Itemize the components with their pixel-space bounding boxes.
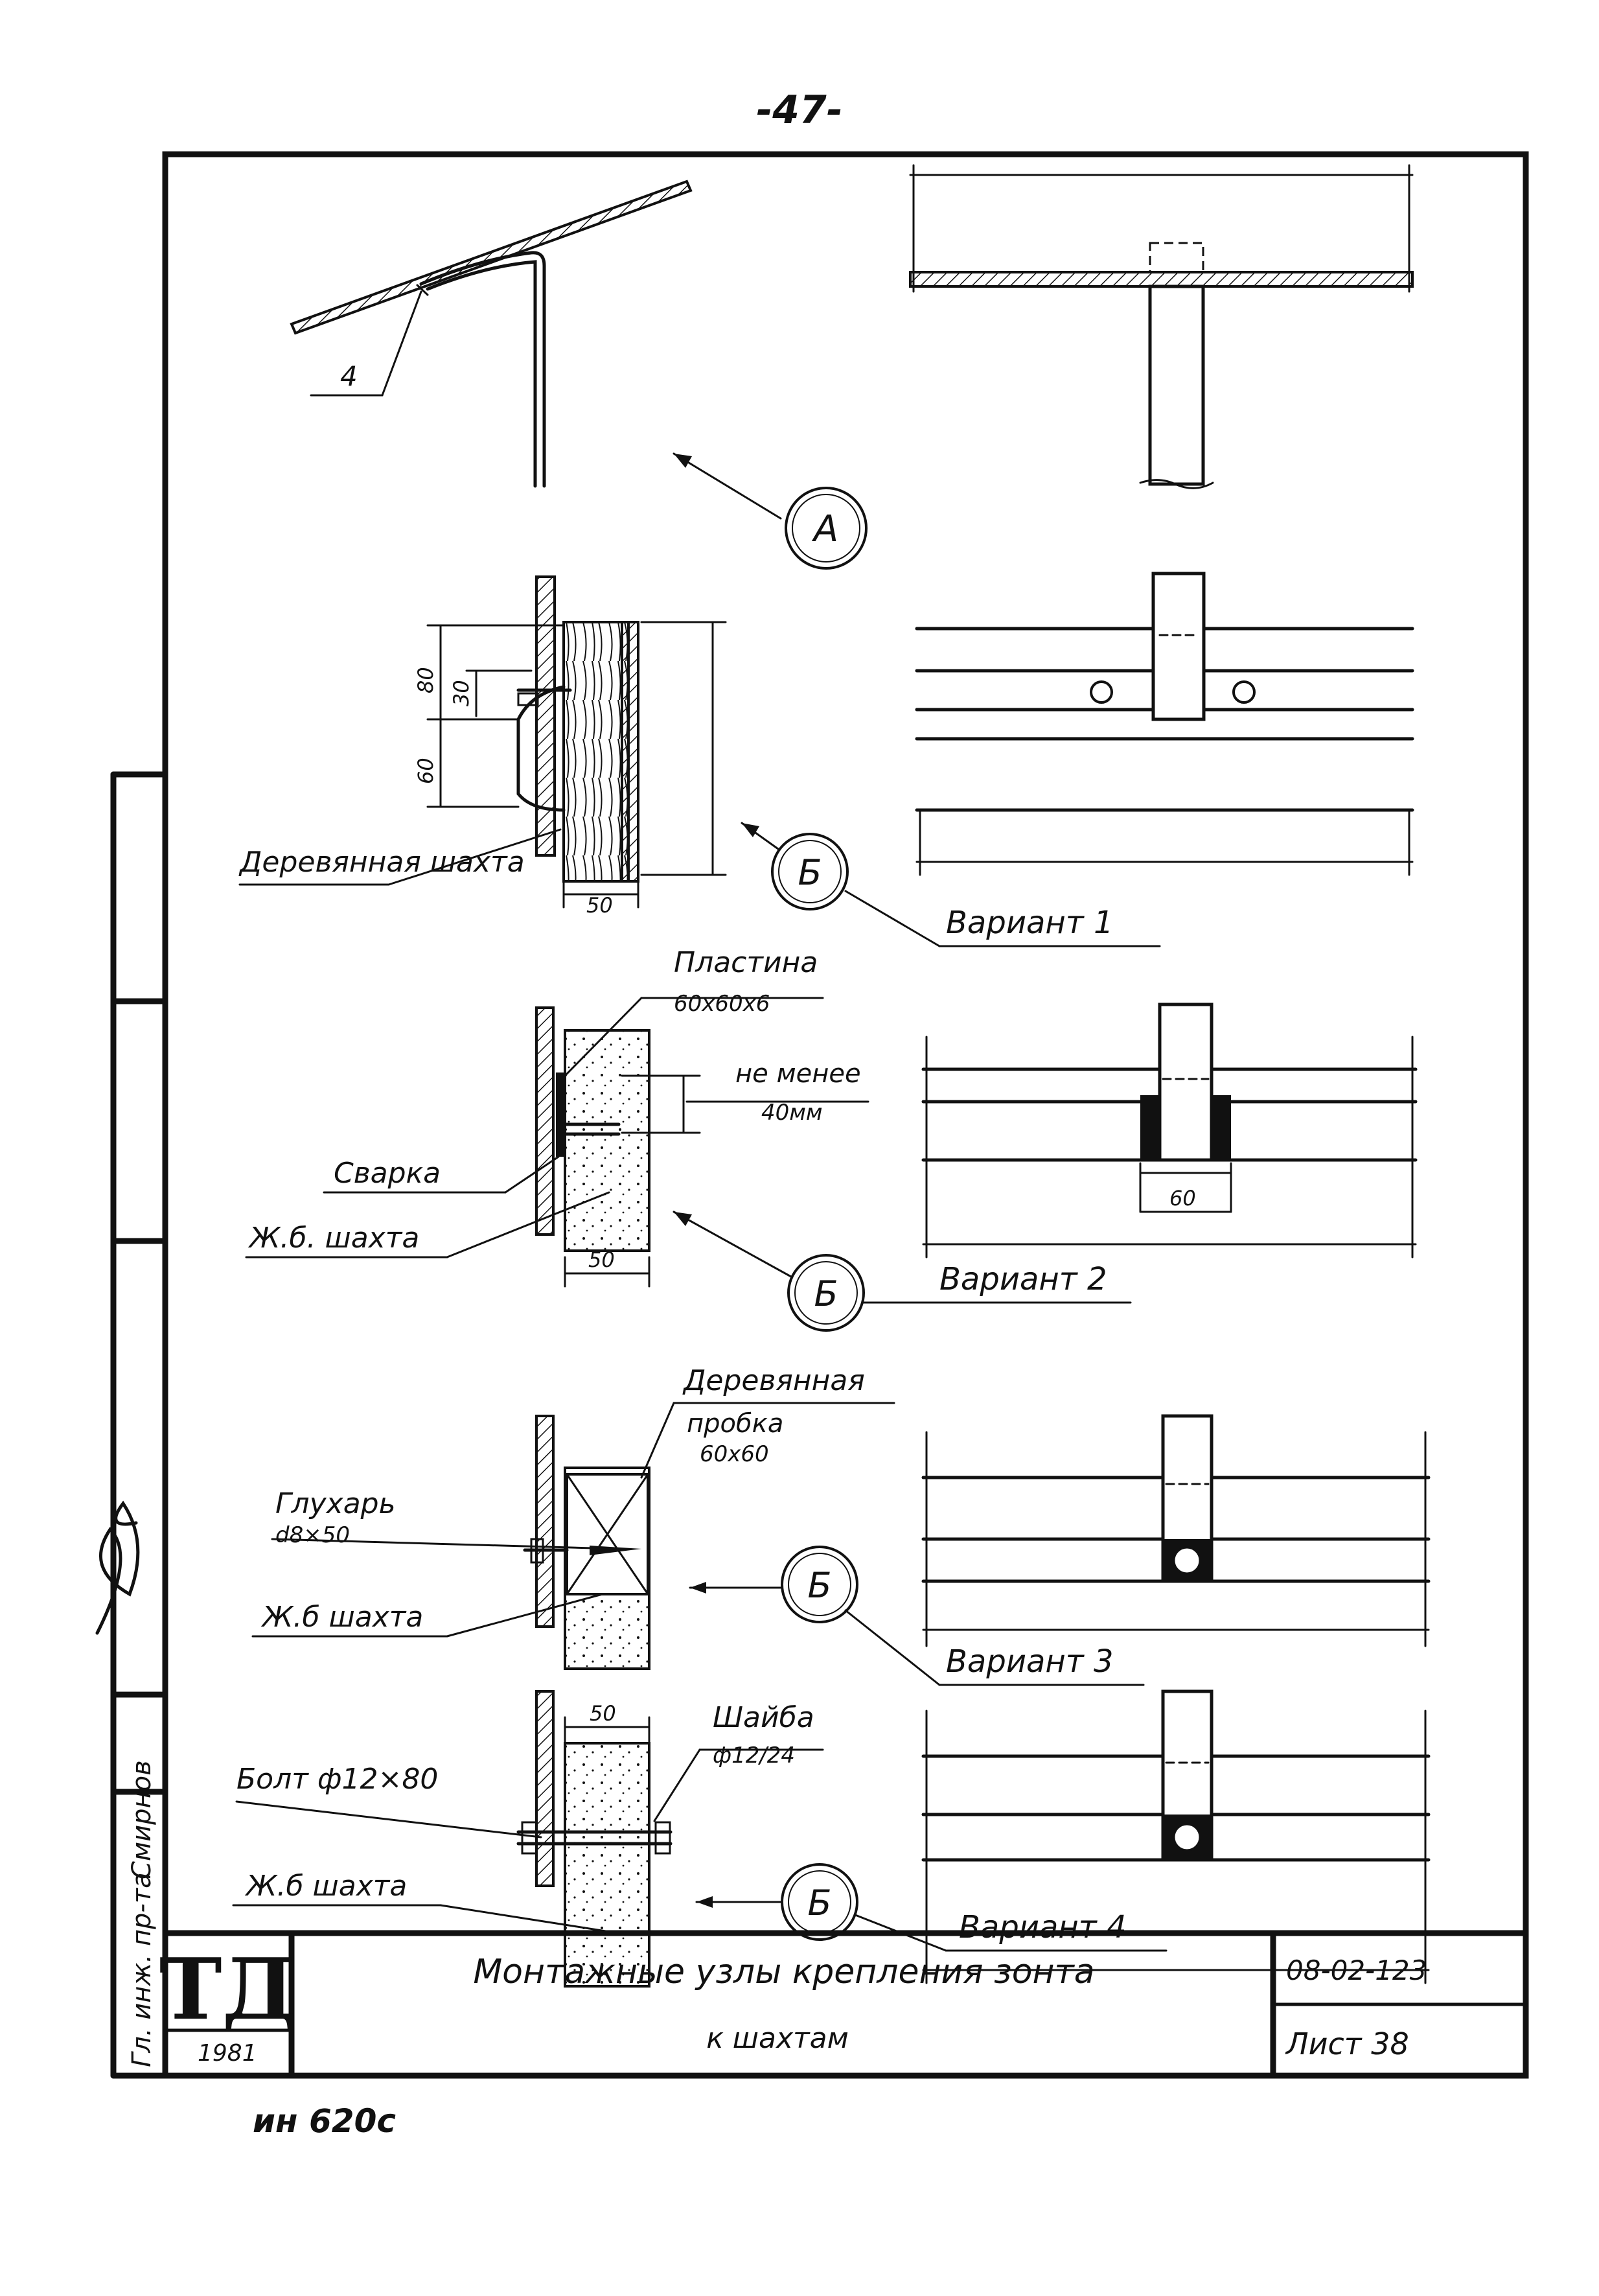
callout-a: A bbox=[673, 452, 868, 570]
label-washer-size: ф12/24 bbox=[713, 1743, 795, 1768]
td-logo: ТД bbox=[159, 1940, 297, 2039]
dim-50-v1: 50 bbox=[586, 893, 613, 918]
callout-b2-label: Б bbox=[814, 1273, 838, 1314]
label-washer: Шайба bbox=[713, 1701, 814, 1734]
variant-1-plan bbox=[915, 572, 1414, 876]
variant-2-section: 50 Пластина 60х60х6 не менее 40мм Сварка… bbox=[245, 946, 869, 1288]
callout-b-3: Б Вариант 3 bbox=[689, 1546, 1145, 1686]
callout-b4-label: Б bbox=[807, 1883, 831, 1923]
label-plate: Пластина bbox=[674, 946, 818, 979]
label-rc-shaft-3: Ж.б шахта bbox=[244, 1870, 407, 1903]
sidebar-name: Смирнов bbox=[127, 1760, 157, 1879]
callout-b-2: Б Вариант 2 bbox=[673, 1211, 1132, 1332]
label-welding: Сварка bbox=[334, 1157, 441, 1190]
callout-b1-label: Б bbox=[798, 852, 822, 893]
title-line-2: к шахтам bbox=[706, 2022, 849, 2055]
variant-4-label: Вариант 4 bbox=[959, 1909, 1127, 1945]
label-wood-plug-2: пробка bbox=[687, 1409, 783, 1439]
variant-1-section: 80 30 60 50 Деревянная шахта bbox=[238, 575, 727, 918]
page-number: -47- bbox=[756, 87, 842, 133]
title-line-1: Монтажные узлы крепления зонта bbox=[473, 1953, 1094, 1991]
callout-a-label: A bbox=[812, 508, 838, 550]
variant-4-section: 50 Шайба ф12/24 Болт ф12×80 Ж.б шахта bbox=[232, 1690, 824, 1988]
dim-50-v4: 50 bbox=[590, 1701, 616, 1726]
variant-2-label: Вариант 2 bbox=[939, 1261, 1107, 1297]
label-wood-plug-size: 60х60 bbox=[700, 1441, 769, 1467]
callout-b-4: Б Вариант 4 bbox=[695, 1863, 1168, 1952]
variant-4-plan bbox=[921, 1689, 1431, 1984]
title-block: ТД 1981 Монтажные узлы крепления зонта к… bbox=[159, 1930, 1529, 2079]
view-a-section bbox=[909, 164, 1414, 489]
callout-item-4: 4 bbox=[340, 360, 358, 392]
variant-2-plan: 60 bbox=[921, 1003, 1418, 1258]
label-min: не менее bbox=[735, 1059, 861, 1089]
label-lag-screw-size: d8×50 bbox=[275, 1522, 350, 1548]
inventory-note: ин 620с bbox=[253, 2102, 396, 2140]
dim-50-v2: 50 bbox=[588, 1247, 615, 1272]
label-wood-plug: Деревянная bbox=[682, 1364, 865, 1397]
dim-60-v2: 60 bbox=[1169, 1186, 1196, 1211]
variant-3-label: Вариант 3 bbox=[946, 1643, 1114, 1680]
label-rc-shaft-1: Ж.б. шахта bbox=[247, 1222, 419, 1255]
sidebar-role: Гл. инж. пр-та bbox=[127, 1872, 157, 2067]
dim-80: 80 bbox=[413, 667, 438, 693]
dim-60: 60 bbox=[413, 758, 438, 784]
drawing-frame bbox=[162, 151, 1529, 2079]
dim-30: 30 bbox=[449, 680, 474, 706]
view-a-elevation: 4 bbox=[290, 180, 693, 488]
label-rc-shaft-2: Ж.б шахта bbox=[260, 1601, 423, 1634]
callout-b-1: Б Вариант 1 bbox=[741, 822, 1161, 947]
label-wood-shaft: Деревянная шахта bbox=[238, 846, 525, 879]
variant-3-plan bbox=[921, 1414, 1431, 1647]
variant-1-label: Вариант 1 bbox=[946, 905, 1114, 941]
variant-3-section: Деревянная пробка 60х60 Глухарь d8×50 Ж.… bbox=[251, 1364, 895, 1670]
sheet-number: Лист 38 bbox=[1285, 2026, 1409, 2061]
label-min-value: 40мм bbox=[761, 1100, 823, 1126]
label-lag-screw: Глухарь bbox=[275, 1487, 396, 1520]
doc-code: 08-02-123 bbox=[1286, 1954, 1427, 1986]
signature bbox=[95, 1500, 140, 1635]
label-bolt: Болт ф12×80 bbox=[236, 1763, 438, 1796]
label-plate-size: 60х60х6 bbox=[674, 991, 770, 1017]
title-year: 1981 bbox=[198, 2040, 257, 2067]
callout-b3-label: Б bbox=[807, 1565, 831, 1606]
sidebar-strip: Гл. инж. пр-та Смирнов bbox=[95, 771, 168, 2079]
